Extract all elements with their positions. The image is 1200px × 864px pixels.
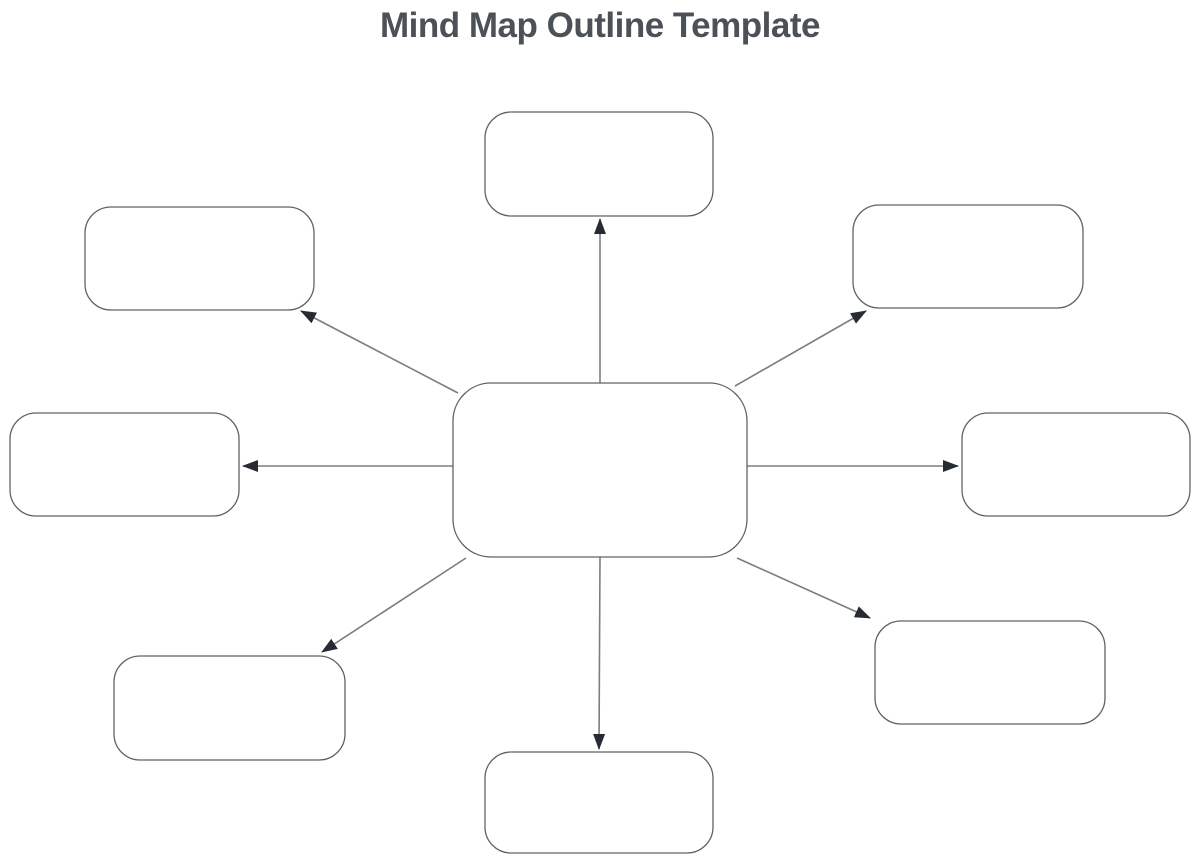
nodes-layer [9, 111, 1191, 854]
connector-arrow-center-to-bottom [593, 556, 606, 750]
node-left[interactable] [9, 412, 240, 517]
node-top-right[interactable] [852, 204, 1084, 309]
node-center[interactable] [452, 382, 748, 558]
page-title: Mind Map Outline Template [380, 6, 820, 45]
node-bottom-left[interactable] [113, 655, 346, 761]
node-bottom[interactable] [484, 751, 714, 854]
node-top-left[interactable] [84, 206, 315, 311]
connector-arrow-center-to-bottom-left [321, 557, 467, 653]
connector-arrow-center-to-bottom-right [736, 557, 871, 619]
node-top[interactable] [484, 111, 714, 217]
connector-arrow-center-to-top-right [734, 310, 867, 387]
connector-arrow-center-to-top-left [300, 310, 459, 394]
node-bottom-right[interactable] [874, 620, 1106, 725]
node-right[interactable] [961, 412, 1191, 517]
connectors-layer [242, 218, 959, 750]
